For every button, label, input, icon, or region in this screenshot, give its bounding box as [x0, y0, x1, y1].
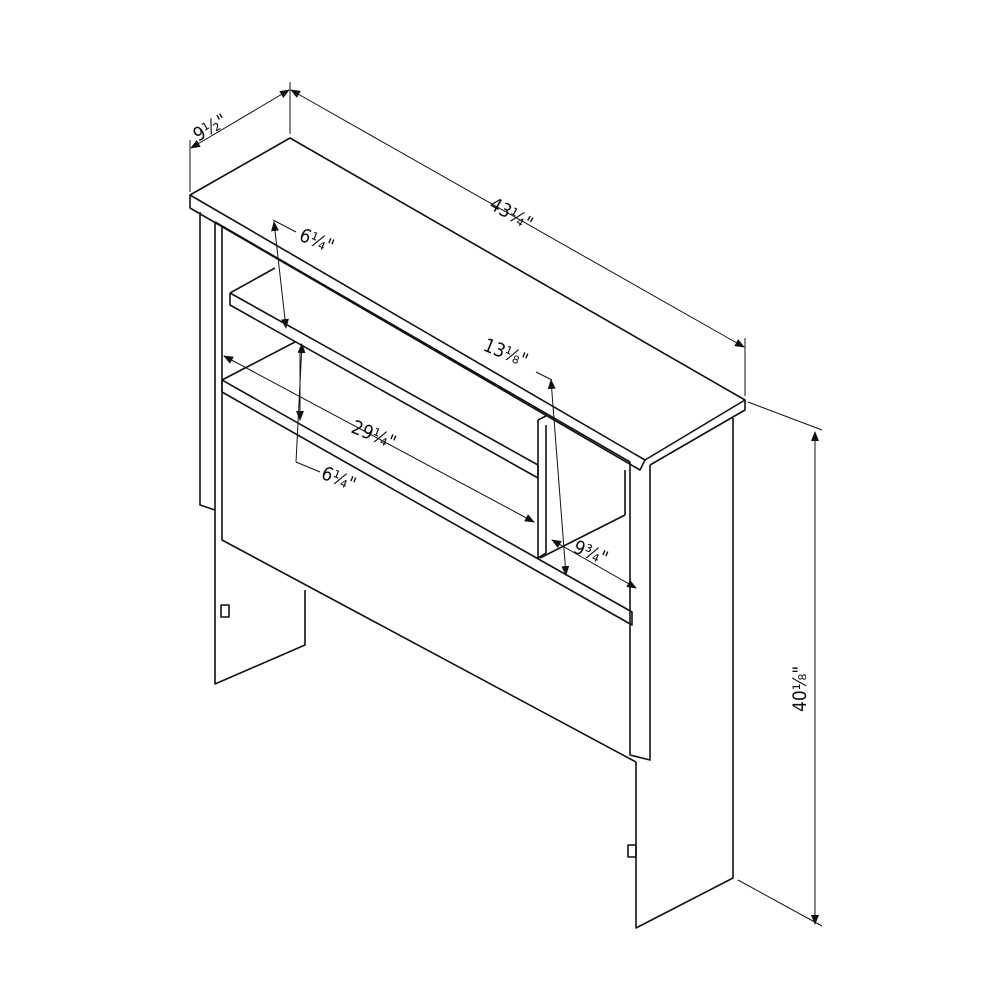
headboard-panel [221, 225, 637, 763]
depth-label: 9½" [190, 110, 232, 147]
bracket-icon [220, 604, 230, 618]
upper-gap-label: 6¼" [296, 224, 337, 258]
shelf-width-label: 29¼" [348, 416, 399, 454]
bracket-icon [627, 844, 637, 858]
center-height-label: 13⅛" [480, 334, 531, 372]
dimension-center-height: 13⅛" [480, 334, 570, 576]
width-label: 43¼" [486, 193, 537, 235]
height-label: 40⅛" [789, 666, 811, 712]
dimension-height: 40⅛" [737, 401, 823, 927]
center-divider [537, 415, 547, 559]
lower-shelf [221, 341, 633, 626]
top-board [189, 137, 746, 471]
left-post [199, 212, 306, 685]
dimension-lower-gap: 6¼" [295, 343, 359, 496]
right-post [624, 418, 734, 929]
dimension-depth: 9½" [189, 82, 291, 192]
side-width-label: 9¾" [570, 536, 611, 570]
